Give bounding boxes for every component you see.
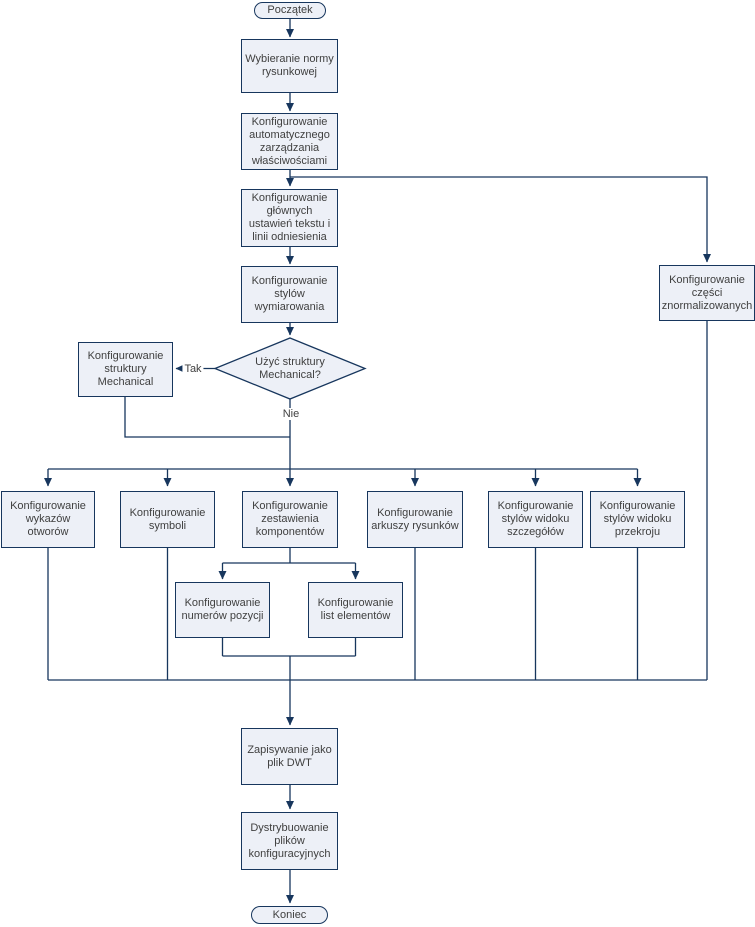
node-section-view-styles: Konfigurowanie stylów widoku przekroju xyxy=(590,491,685,548)
node-dimension-styles: Konfigurowanie stylów wymiarowania xyxy=(241,266,338,323)
node-save-dwt: Zapisywanie jako plik DWT xyxy=(241,728,338,785)
node-symbols: Konfigurowanie symboli xyxy=(120,491,215,548)
flow-arrows xyxy=(44,19,711,904)
edge-label-no: Nie xyxy=(280,408,302,420)
edge-autoprop-to-standardparts xyxy=(290,176,711,263)
node-detail-view-styles: Konfigurowanie stylów widoku szczegółów xyxy=(488,491,583,548)
node-standard-parts: Konfigurowanie części znormalizowanych xyxy=(659,265,755,321)
flow-lines xyxy=(47,320,708,681)
edge-subboxes-merge xyxy=(221,638,357,657)
node-component-lists: Konfigurowanie zestawienia komponentów xyxy=(242,491,338,548)
node-drawing-sheets: Konfigurowanie arkuszy rysunków xyxy=(367,491,463,548)
decision-diamond-shape xyxy=(213,337,367,400)
node-mechanical-structure: Konfigurowanie struktury Mechanical xyxy=(78,342,173,397)
node-select-drawing-standard: Wybieranie normy rysunkowej xyxy=(241,39,338,93)
node-decision-mechanical: Użyć struktury Mechanical? xyxy=(255,355,325,381)
node-text-leader-settings: Konfigurowanie głównych ustawień tekstu … xyxy=(241,189,338,247)
node-parts-lists: Konfigurowanie list elementów xyxy=(308,582,403,638)
edge-mechanical-merge xyxy=(124,397,290,438)
node-auto-property-management: Konfigurowanie automatycznego zarządzani… xyxy=(241,113,338,170)
node-balloon-numbers: Konfigurowanie numerów pozycji xyxy=(175,582,270,638)
edge-label-yes: Tak xyxy=(182,363,204,375)
node-hole-charts: Konfigurowanie wykazów otworów xyxy=(1,491,95,548)
node-distribute-files: Dystrybuowanie plików konfiguracyjnych xyxy=(241,812,338,870)
node-start: Początek xyxy=(254,2,326,19)
node-end: Koniec xyxy=(251,906,328,924)
